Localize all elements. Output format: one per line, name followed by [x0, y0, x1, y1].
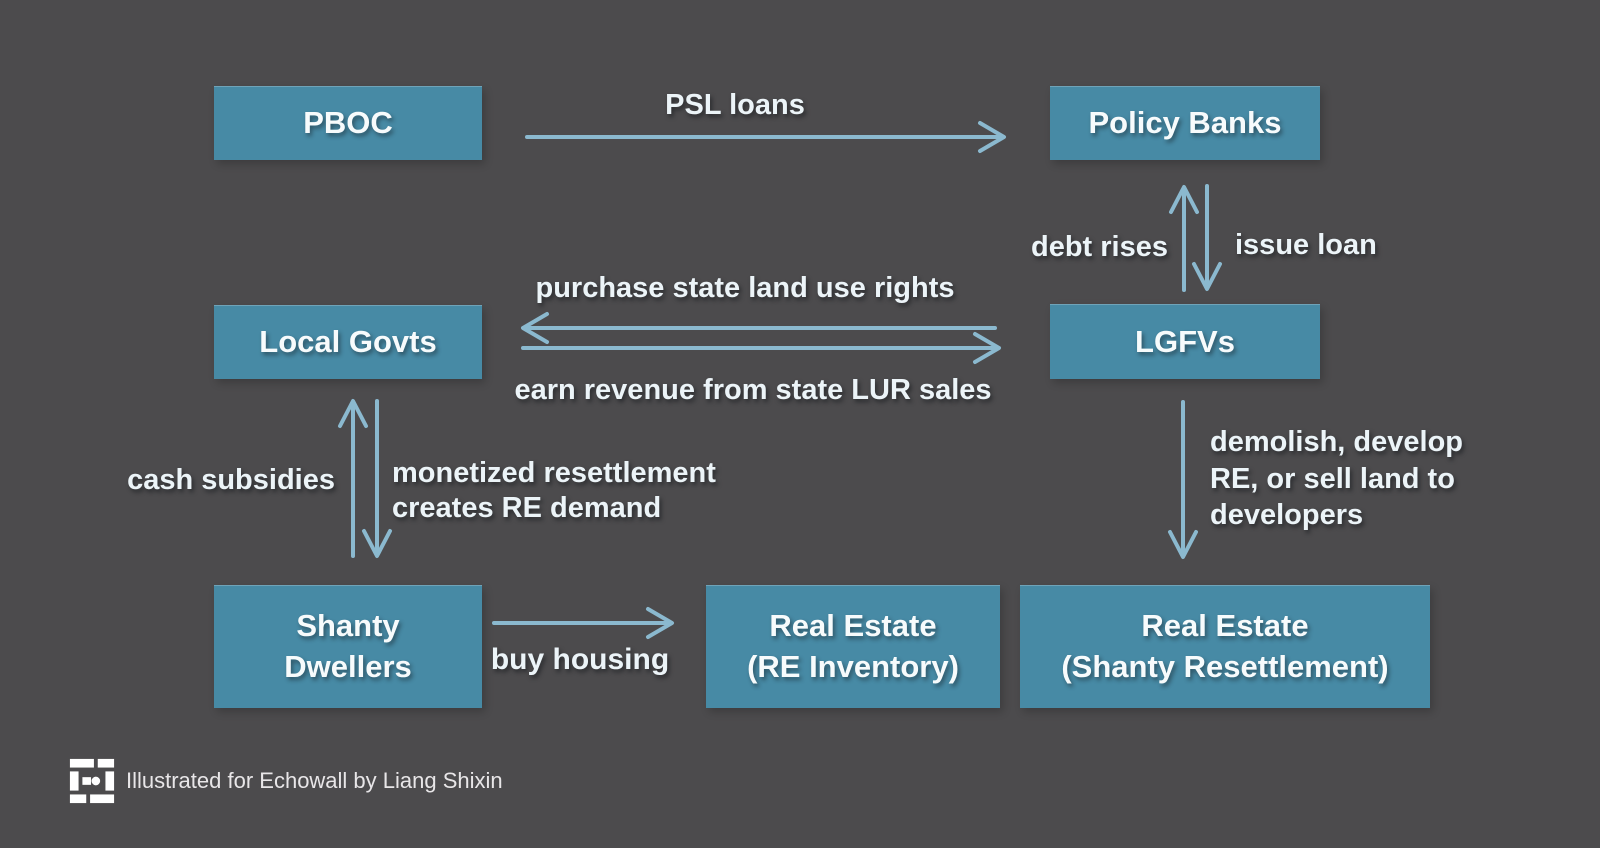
- edge-label-monetized-resettlement-line1: monetized resettlement: [392, 457, 716, 489]
- purchase-lur-arrow: [521, 312, 997, 344]
- edge-label-purchase-lur: purchase state land use rights: [535, 272, 955, 304]
- cash-subsidies-arrow: [338, 399, 368, 558]
- edge-label-cash-subsidies: cash subsidies: [127, 464, 335, 496]
- edge-label-demolish-line2: RE, or sell land to: [1210, 462, 1455, 495]
- edge-label-monetized-resettlement-line2: creates RE demand: [392, 491, 662, 524]
- node-real-estate-inventory-label-line2: (RE Inventory): [747, 649, 959, 684]
- earn-revenue-arrow: [521, 332, 1001, 364]
- node-real-estate-shanty-resettlement: Real Estate (Shanty Resettlement): [1020, 585, 1430, 708]
- debt-rises-arrow: [1169, 185, 1199, 292]
- issue-loan-arrow: [1192, 184, 1222, 291]
- buy-housing-arrow: [492, 607, 674, 639]
- node-lgfvs-label: LGFVs: [1135, 323, 1235, 359]
- node-shanty-dwellers-label-line2: Dwellers: [284, 649, 412, 684]
- node-real-estate-inventory: Real Estate (RE Inventory): [706, 585, 1000, 708]
- psl-loans-arrow: [525, 121, 1006, 153]
- node-real-estate-shanty-resettlement-label-line1: Real Estate: [1141, 608, 1309, 644]
- node-policy-banks-label: Policy Banks: [1088, 105, 1282, 141]
- node-shanty-dwellers: Shanty Dwellers: [214, 585, 482, 708]
- echowall-logo-icon: [69, 758, 115, 804]
- node-policy-banks: Policy Banks: [1050, 86, 1320, 160]
- node-real-estate-shanty-resettlement-label-line2: (Shanty Resettlement): [1061, 649, 1389, 684]
- node-shanty-dwellers-label-line1: Shanty: [296, 608, 400, 644]
- node-local-govts: Local Govts: [214, 305, 482, 379]
- footer-credit-row: Illustrated for Echowall by Liang Shixin: [68, 758, 503, 804]
- edge-label-demolish-line3: developers: [1210, 499, 1364, 532]
- edge-label-monetized-resettlement: monetized resettlement creates RE demand: [392, 456, 716, 525]
- edge-label-psl-loans: PSL loans: [665, 89, 805, 121]
- edge-label-earn-revenue: earn revenue from state LUR sales: [514, 374, 992, 406]
- edge-label-demolish: demolish, develop RE, or sell land to de…: [1210, 424, 1463, 534]
- credit-text: Illustrated for Echowall by Liang Shixin: [126, 768, 503, 793]
- edge-label-buy-housing: buy housing: [490, 643, 670, 676]
- demolish-arrow: [1168, 400, 1198, 559]
- edge-label-debt-rises: debt rises: [1031, 231, 1168, 263]
- node-pboc-label: PBOC: [303, 105, 393, 141]
- edge-label-demolish-line1: demolish, develop: [1210, 426, 1463, 458]
- node-pboc: PBOC: [214, 86, 482, 160]
- monetized-resettlement-arrow: [362, 399, 392, 558]
- node-local-govts-label: Local Govts: [259, 324, 437, 360]
- node-lgfvs: LGFVs: [1050, 304, 1320, 379]
- edge-label-issue-loan: issue loan: [1235, 229, 1377, 261]
- node-real-estate-inventory-label-line1: Real Estate: [769, 608, 937, 644]
